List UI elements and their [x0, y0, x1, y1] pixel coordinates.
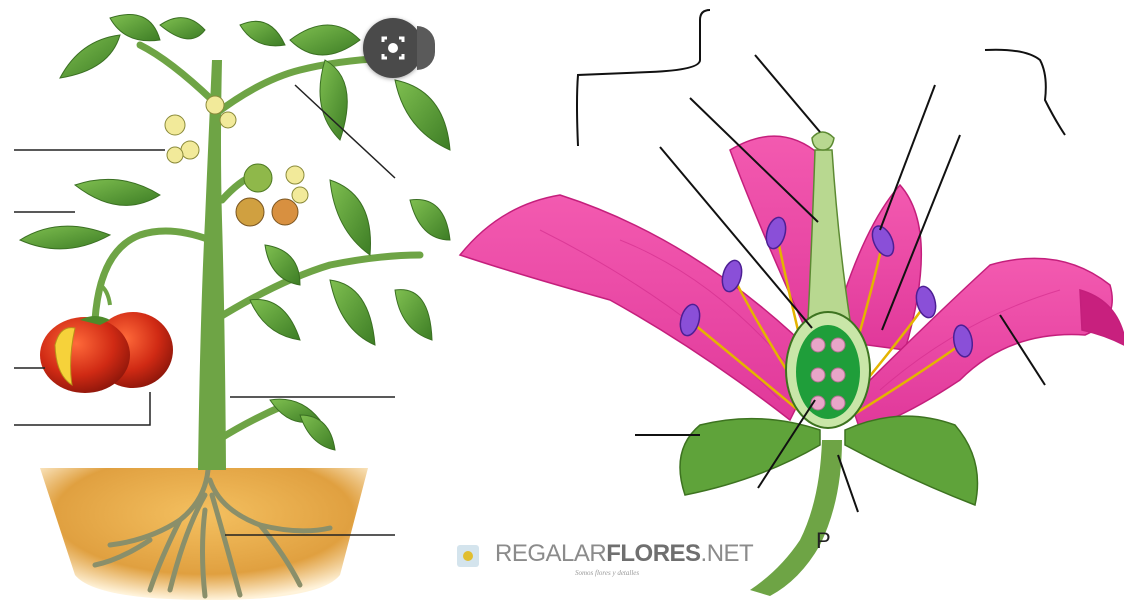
ovary-chamber: [796, 325, 860, 419]
watermark-name: REGALARFLORES.NET: [495, 540, 753, 568]
watermark-name-light: REGALAR: [495, 540, 606, 567]
watermark-tagline: Somos flores y detalles: [575, 569, 639, 577]
flower-diagram: [460, 10, 1124, 596]
watermark: REGALARFLORES.NET Somos flores y detalle…: [455, 536, 705, 580]
tomato-plant: [14, 14, 450, 600]
ripe-tomatoes: [40, 285, 173, 393]
style: [808, 150, 850, 320]
label-p: P: [816, 528, 831, 554]
stigma: [812, 132, 834, 150]
google-lens-button[interactable]: [363, 18, 423, 78]
watermark-name-suffix: .NET: [701, 540, 754, 567]
google-lens-icon: [363, 18, 423, 78]
sepal-left: [680, 419, 820, 495]
sepal-right: [845, 416, 978, 505]
watermark-name-bold: FLORES: [606, 540, 700, 567]
